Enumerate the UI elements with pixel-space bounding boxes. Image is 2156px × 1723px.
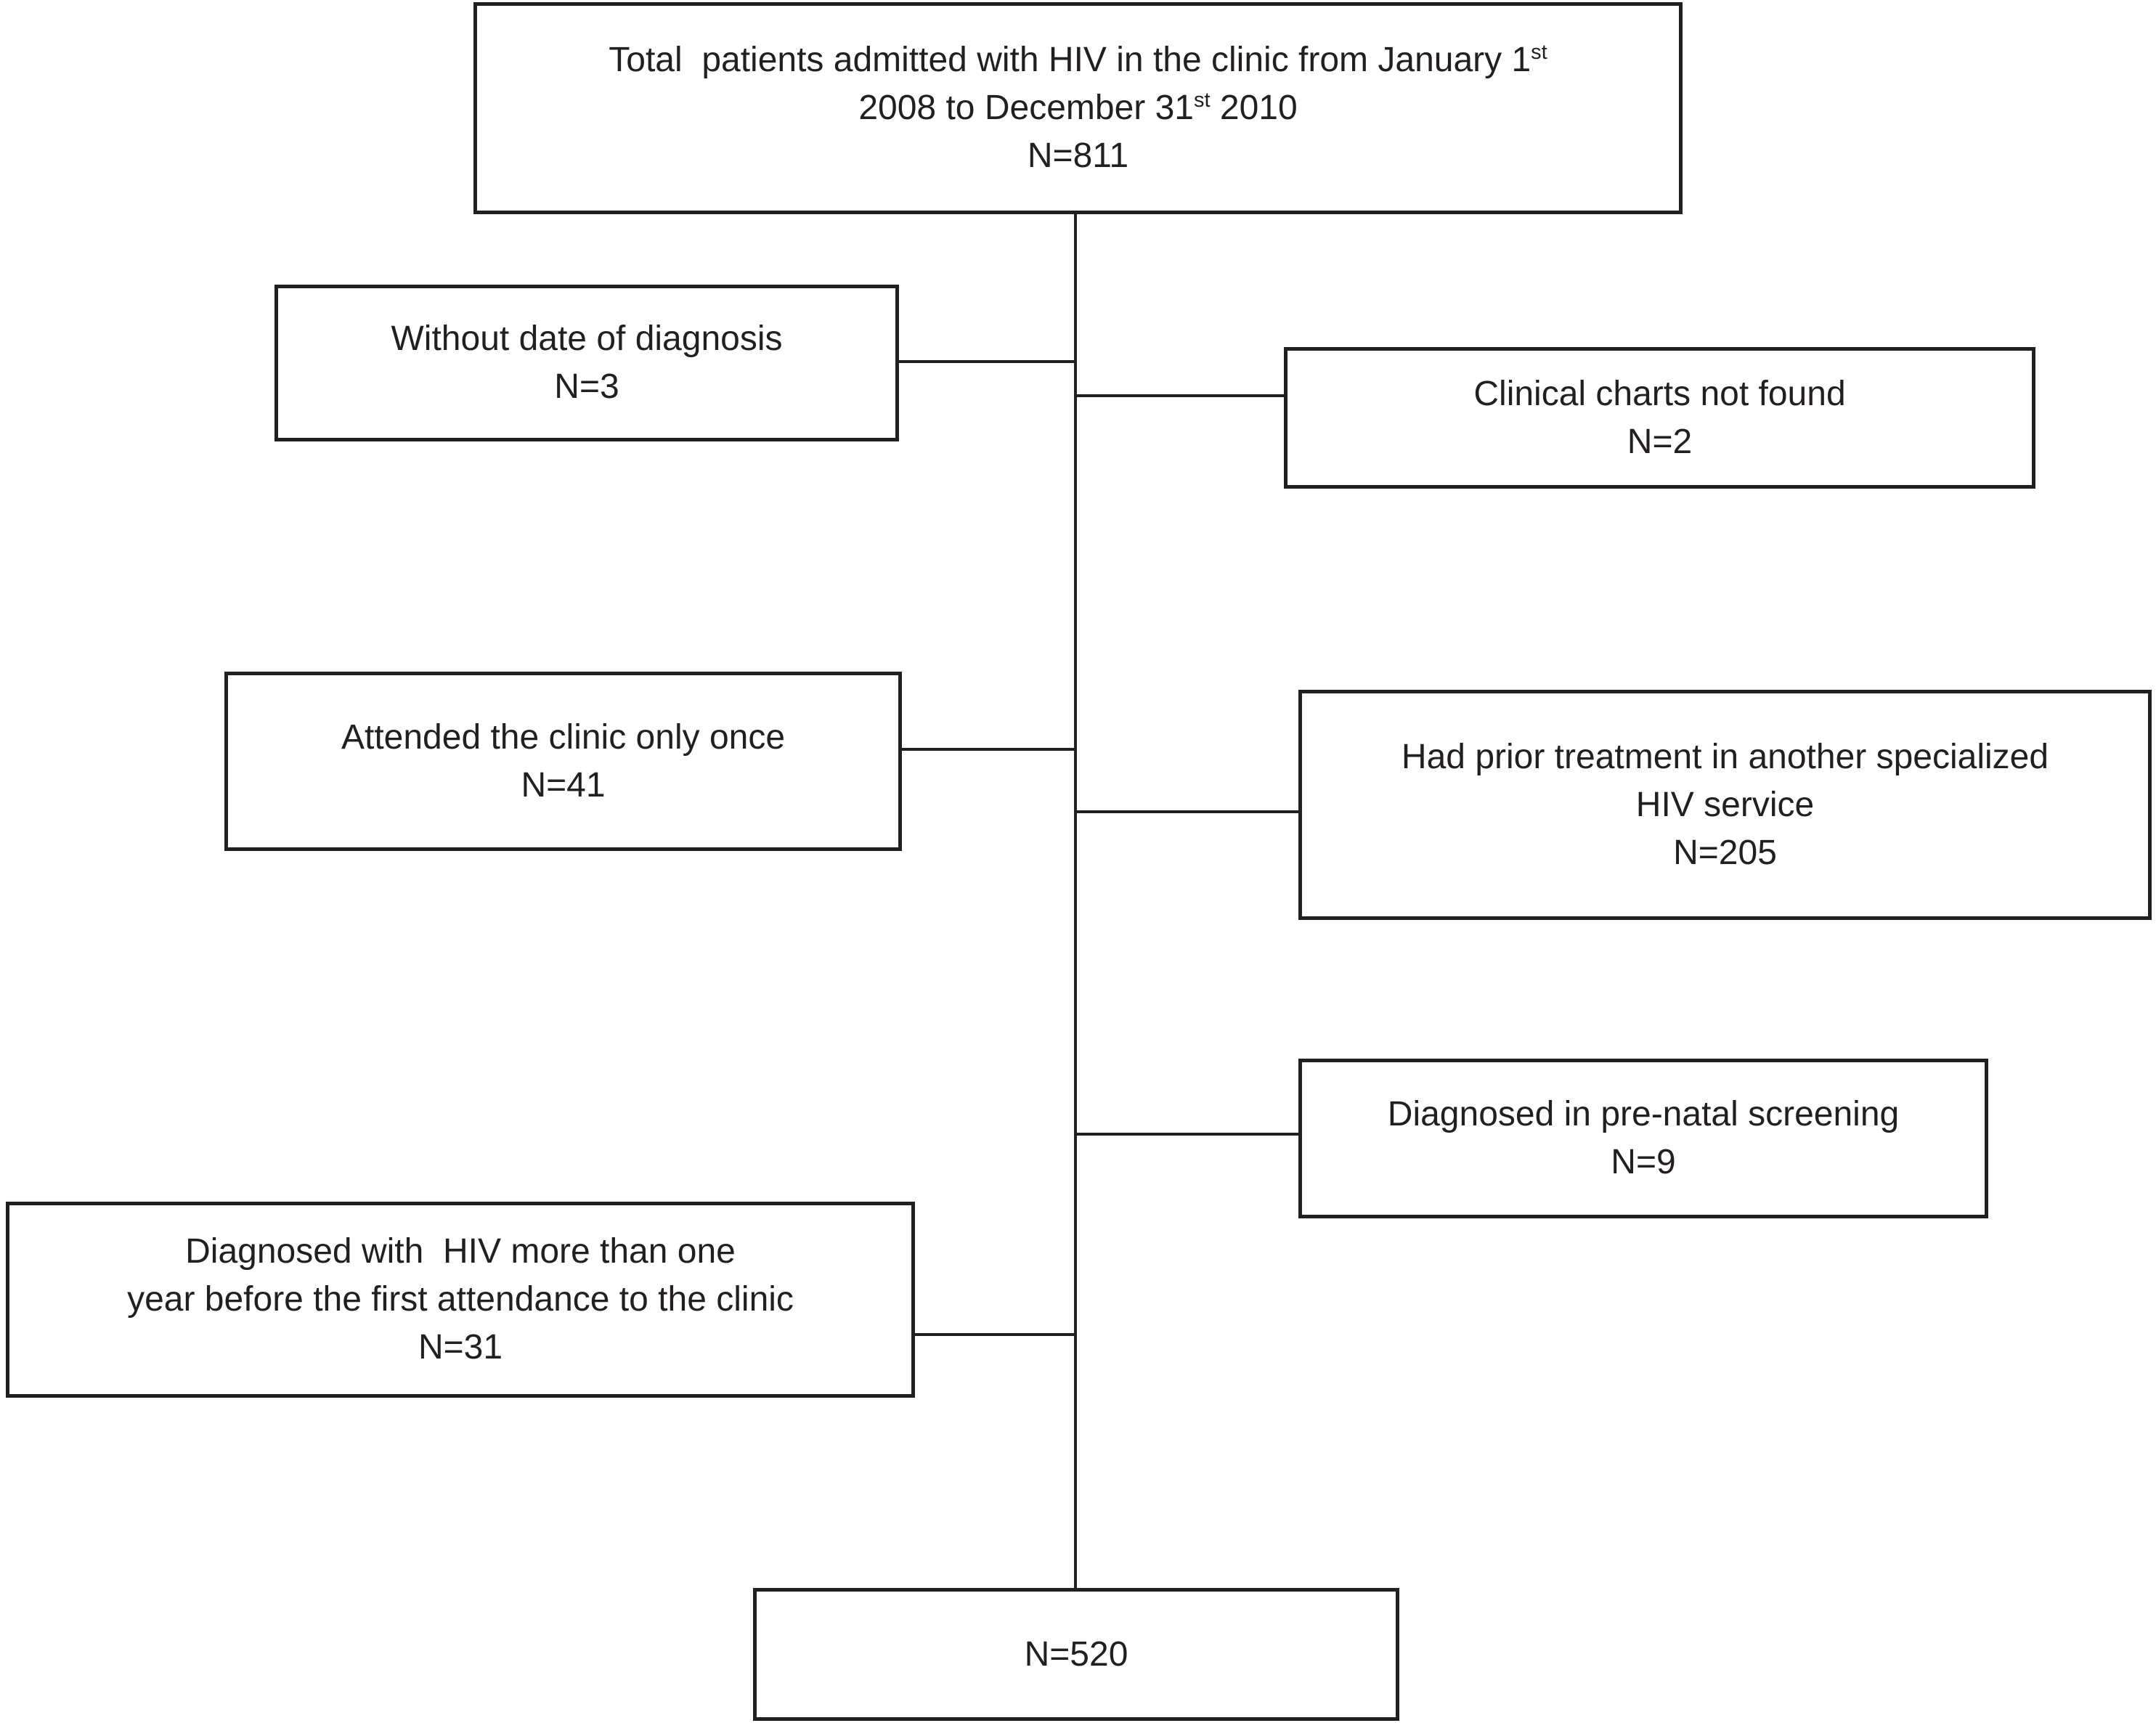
connector-prior-treatment xyxy=(1074,810,1298,813)
box-charts-not-found-count: N=2 xyxy=(1627,422,1693,461)
box-total-patients-line2-year: 2010 xyxy=(1210,89,1298,127)
connector-late-diagnosis xyxy=(915,1333,1077,1336)
box-attended-once: Attended the clinic only once N=41 xyxy=(224,672,902,851)
box-total-patients-line1-text: Total patients admitted with HIV in the … xyxy=(609,41,1531,79)
box-without-date-count: N=3 xyxy=(554,367,619,406)
box-late-diagnosis-line2: year before the first attendance to the … xyxy=(127,1280,794,1319)
box-late-diagnosis-count: N=31 xyxy=(418,1328,503,1366)
box-prior-treatment-line2: HIV service xyxy=(1635,785,1815,824)
connector-attended-once xyxy=(902,748,1077,751)
box-charts-not-found: Clinical charts not found N=2 xyxy=(1284,347,2035,489)
box-prenatal-screening-label: Diagnosed in pre-natal screening xyxy=(1387,1095,1900,1133)
spine-connector-line xyxy=(1074,214,1077,1588)
box-prenatal-screening: Diagnosed in pre-natal screening N=9 xyxy=(1298,1059,1988,1218)
box-final-count: N=520 xyxy=(753,1588,1399,1721)
box-prior-treatment: Had prior treatment in another specializ… xyxy=(1298,690,2152,920)
box-prior-treatment-count: N=205 xyxy=(1673,833,1777,872)
box-attended-once-count: N=41 xyxy=(521,765,606,805)
box-charts-not-found-label: Clinical charts not found xyxy=(1473,374,1846,413)
ordinal-superscript: st xyxy=(1531,41,1547,64)
box-prenatal-screening-count: N=9 xyxy=(1611,1143,1676,1181)
box-total-patients: Total patients admitted with HIV in the … xyxy=(473,2,1683,214)
box-late-diagnosis: Diagnosed with HIV more than one year be… xyxy=(6,1202,915,1398)
box-total-patients-count: N=811 xyxy=(1027,137,1129,175)
box-without-date-label: Without date of diagnosis xyxy=(391,319,783,358)
ordinal-superscript: st xyxy=(1193,89,1211,112)
connector-prenatal xyxy=(1074,1133,1298,1136)
box-prior-treatment-line1: Had prior treatment in another specializ… xyxy=(1401,737,2049,776)
box-total-patients-line2-text: 2008 to December 31 xyxy=(858,89,1194,127)
box-attended-once-label: Attended the clinic only once xyxy=(341,717,786,757)
connector-without-date xyxy=(899,360,1077,363)
box-late-diagnosis-line1: Diagnosed with HIV more than one xyxy=(185,1232,736,1271)
connector-charts-not-found xyxy=(1074,394,1284,397)
box-total-patients-line1: Total patients admitted with HIV in the … xyxy=(609,36,1547,84)
box-without-date: Without date of diagnosis N=3 xyxy=(274,285,899,441)
box-total-patients-line2: 2008 to December 31st 2010 xyxy=(858,84,1297,132)
box-final-count-label: N=520 xyxy=(1024,1634,1128,1674)
